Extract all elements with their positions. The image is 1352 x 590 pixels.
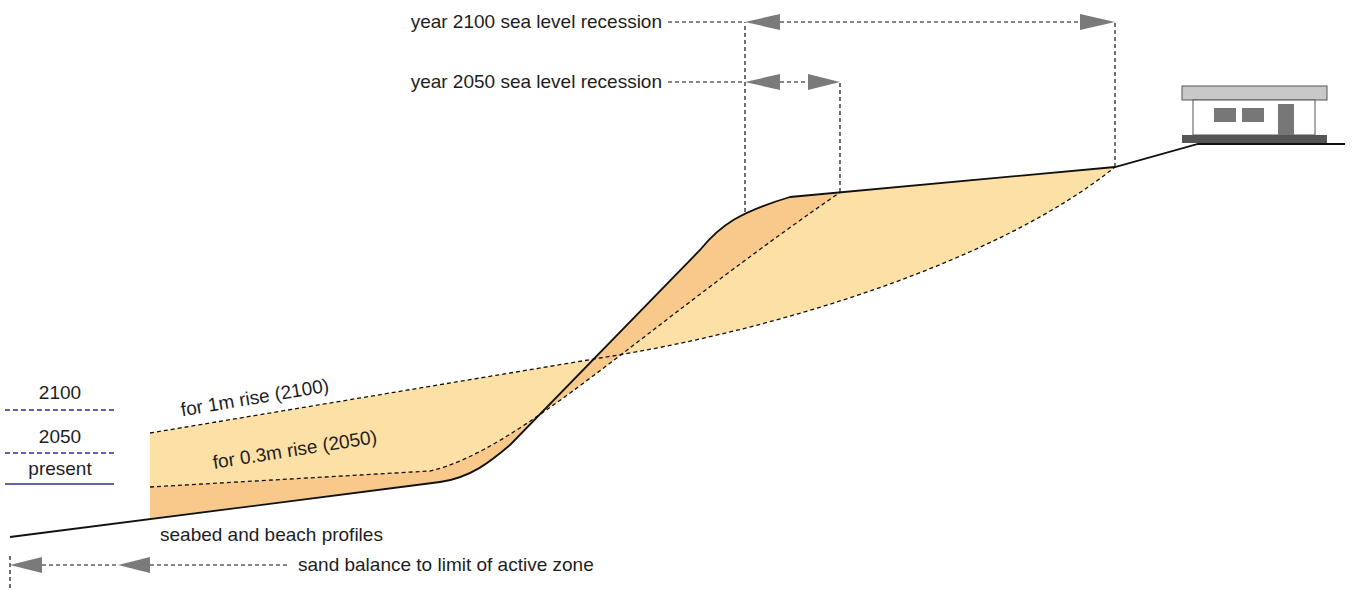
profile-0-3m-rise — [150, 192, 840, 487]
sea-level-present — [5, 483, 114, 485]
recession-label: year 2100 sea level recession — [411, 11, 662, 34]
sea-level-2050 — [5, 452, 114, 454]
erosion-deposition-2100 — [150, 167, 1115, 518]
profile-label: for 1m rise (2100) — [179, 374, 331, 421]
arrowheads — [10, 14, 1115, 573]
sea-level-label: 2050 — [39, 426, 81, 449]
erosion-deposition-2050 — [150, 192, 840, 518]
house-icon — [1182, 86, 1327, 143]
active-zone-label: sand balance to limit of active zone — [298, 554, 594, 577]
guide-lines — [10, 22, 1115, 590]
recession-label: year 2050 sea level recession — [411, 71, 662, 94]
sea-level-2100 — [5, 409, 114, 411]
sea-level-label: present — [28, 458, 91, 481]
profile-1m-rise — [150, 167, 1115, 433]
present-profile — [10, 144, 1345, 537]
profile-label: for 0.3m rise (2050) — [211, 426, 378, 474]
profile-caption: seabed and beach profiles — [160, 524, 383, 547]
sea-level-label: 2100 — [39, 382, 81, 405]
